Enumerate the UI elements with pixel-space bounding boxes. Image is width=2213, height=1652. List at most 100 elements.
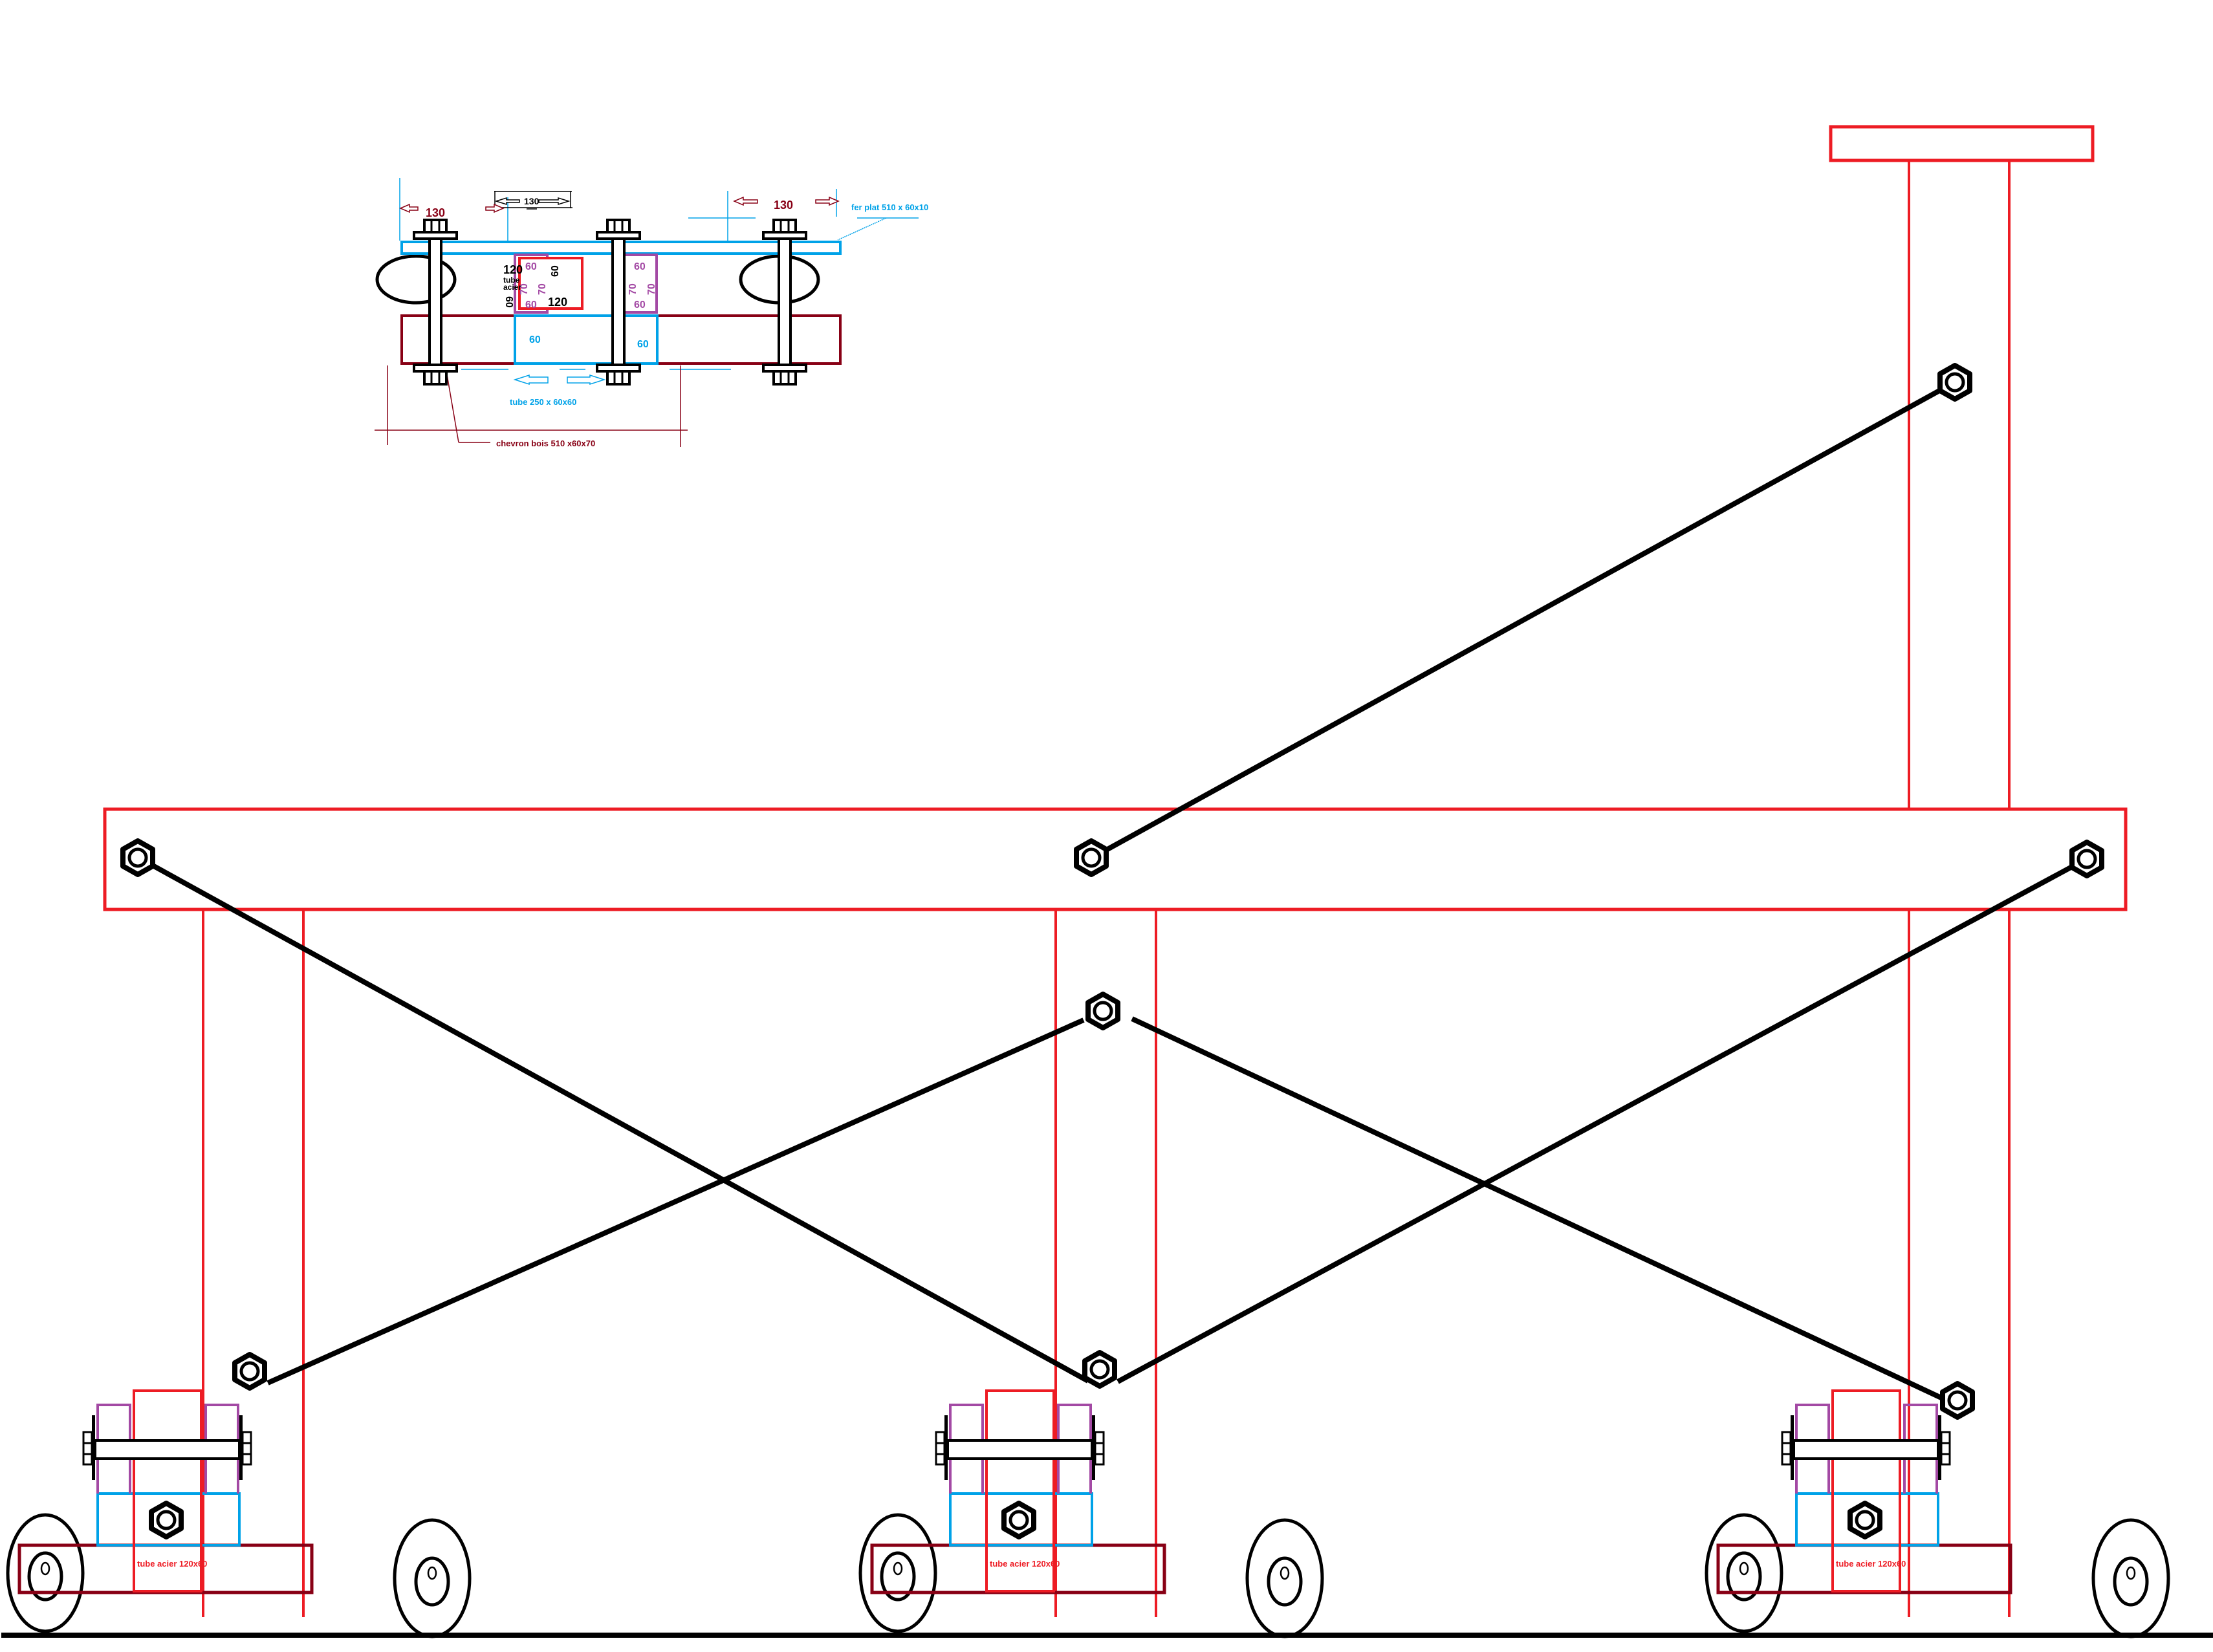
bolt-shank	[428, 237, 442, 369]
purple-right-right: 70	[646, 283, 657, 295]
chevron-label: chevron bois 510 x60x70	[496, 439, 595, 448]
hex-nut-icon	[151, 1503, 181, 1537]
hex-nut-icon	[1940, 365, 1970, 399]
axle-hole-icon	[893, 1561, 903, 1576]
tube-250	[514, 314, 659, 365]
nut-bottom	[423, 370, 448, 386]
nut-bottom	[606, 370, 631, 386]
axle-hole-icon	[1280, 1566, 1290, 1580]
blue-tube	[96, 1492, 241, 1547]
inset-bolts	[413, 219, 807, 386]
nut-top	[772, 219, 797, 234]
axle-hole-icon	[40, 1561, 50, 1576]
blue-left-label: 60	[529, 334, 541, 345]
nut-right	[1094, 1431, 1105, 1466]
steel-tube-foot	[1831, 1389, 1901, 1592]
blue-tube	[949, 1492, 1093, 1547]
purple-left-left: 70	[519, 283, 530, 295]
bolt-icon	[1793, 1439, 1939, 1460]
dim-center-label: 130	[524, 196, 540, 206]
washer-right	[1092, 1415, 1095, 1480]
bolt-shank	[778, 237, 792, 369]
bolt-icon	[413, 219, 458, 386]
blue-right-label: 60	[637, 339, 649, 350]
purple-right-bottom: 60	[634, 299, 646, 310]
nut-left	[1781, 1431, 1792, 1466]
hex-nut-icon	[235, 1354, 265, 1388]
joints	[123, 365, 2102, 1417]
dim-arrows-blue	[513, 374, 606, 386]
nut-top	[423, 219, 448, 234]
red-tube-word1: tube	[503, 276, 520, 285]
purple-left-right: 70	[537, 283, 548, 295]
carriage-center: tube acier 120x60	[858, 1389, 1324, 1638]
steel-tube-foot	[133, 1389, 202, 1592]
red-tube-left-side: 60	[503, 296, 514, 308]
washer-right	[239, 1415, 243, 1480]
hex-nut-icon	[2072, 842, 2102, 876]
wheel-hub	[880, 1551, 916, 1602]
link-center-right	[1131, 1016, 1944, 1401]
nut-top	[606, 219, 631, 234]
wheel-hub	[414, 1556, 450, 1607]
hex-nut-icon	[1085, 1353, 1115, 1386]
link-left-diagonal	[151, 863, 1089, 1384]
steel-tube-foot	[985, 1389, 1055, 1592]
carriage-label: tube acier 120x60	[990, 1559, 1060, 1569]
red-tube-right-side: 60	[550, 265, 561, 277]
dim-right-label: 130	[774, 199, 793, 212]
carriage-label: tube acier 120x60	[137, 1559, 207, 1569]
scissor-links	[151, 388, 2073, 1401]
purple-left-bottom: 60	[525, 299, 537, 310]
hex-nut-icon	[1088, 994, 1118, 1028]
bolt-shank	[611, 237, 626, 369]
nut-left	[935, 1431, 946, 1466]
carriage-right: tube acier 120x60	[1705, 1389, 2170, 1638]
carriages: tube acier 120x60 tube acier 120x60 tube a…	[6, 1389, 2170, 1638]
red-tube-word2: acier	[503, 283, 521, 292]
hex-nut-icon	[1850, 1503, 1880, 1537]
axle-hole-icon	[427, 1566, 437, 1580]
bolt-icon	[762, 219, 807, 386]
washer-right	[1938, 1415, 1941, 1480]
fer-plat-label: fer plat 510 x 60x10	[851, 202, 928, 212]
red-tube-bottom: 120	[548, 296, 567, 309]
link-center-left	[267, 1017, 1085, 1386]
wheel-section-left	[375, 254, 457, 305]
dim-arrows-black	[494, 197, 571, 206]
dim-left-label: 130	[426, 206, 445, 219]
washer-left	[92, 1415, 95, 1480]
blue-tube	[1795, 1492, 1939, 1547]
axle-hole-icon	[2126, 1566, 2136, 1580]
purple-left-top: 60	[525, 261, 537, 272]
tube-250-label: tube 250 x 60x60	[510, 397, 576, 407]
red-steel-tube	[518, 257, 583, 310]
wheel-hub	[27, 1551, 63, 1602]
bolt-icon	[596, 219, 641, 386]
bolt-icon	[94, 1439, 241, 1460]
inset-section-view: 130 130 130 fer plat 510 x 60x10 tube 25…	[375, 178, 928, 448]
fer-plat-leader-diag	[837, 217, 887, 241]
nut-bottom	[772, 370, 797, 386]
hex-nut-icon	[1943, 1384, 1972, 1417]
wheel-hub	[1267, 1556, 1303, 1607]
hex-nut-icon	[1004, 1503, 1034, 1537]
bolt-icon	[946, 1439, 1093, 1460]
washer-left	[944, 1415, 948, 1480]
wheel-hub	[1726, 1551, 1762, 1602]
carriage-label: tube acier 120x60	[1836, 1559, 1906, 1569]
main-beam	[103, 807, 2128, 911]
washer-left	[1791, 1415, 1794, 1480]
carriage-left: tube acier 120x60	[6, 1389, 472, 1638]
hex-nut-icon	[1076, 841, 1106, 875]
link-upper-arm	[1106, 388, 1941, 852]
nut-right	[241, 1431, 252, 1466]
purple-right-left: 70	[627, 283, 638, 295]
dim-arrows-red	[399, 196, 840, 213]
hex-nut-icon	[123, 841, 153, 875]
nut-right	[1940, 1431, 1951, 1466]
purple-right-top: 60	[634, 261, 646, 272]
wheel-hub	[2113, 1556, 2149, 1607]
nut-left	[82, 1431, 93, 1466]
